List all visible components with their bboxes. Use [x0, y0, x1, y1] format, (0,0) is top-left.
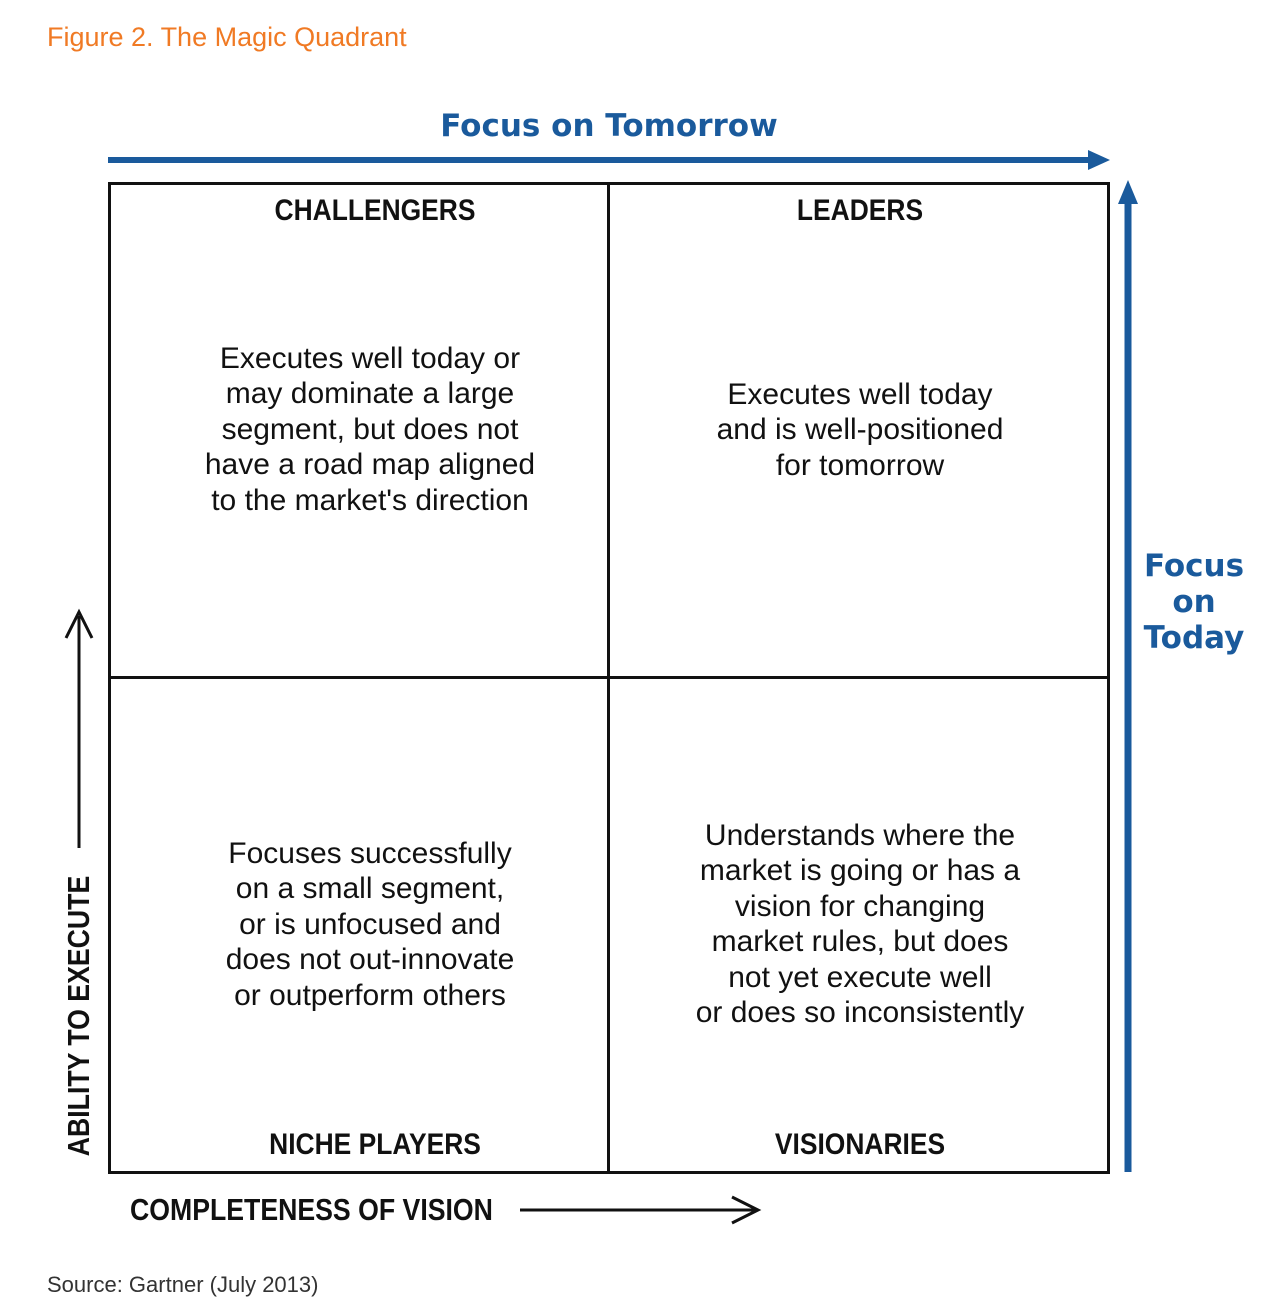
niche-players-line: on a small segment,	[235, 872, 505, 906]
leaders-line: for tomorrow	[775, 448, 945, 482]
challengers-title: CHALLENGERS	[274, 194, 476, 227]
challengers-line: segment, but does not	[221, 412, 519, 446]
challengers-line: have a road map aligned	[204, 448, 536, 482]
niche-players-description: Focuses successfully on a small segment,…	[110, 836, 630, 1013]
ability-to-execute-label: ABILITY TO EXECUTE	[61, 875, 96, 1157]
leaders-line: Executes well today	[727, 378, 993, 411]
niche-players-title: NICHE PLAYERS	[269, 1128, 481, 1161]
leaders-description: Executes well today and is well-position…	[610, 377, 1110, 483]
visionaries-line: or does so inconsistently	[695, 996, 1025, 1030]
focus-on-today-line-2: on	[1172, 584, 1216, 620]
leaders-line: and is well-positioned	[716, 413, 1004, 447]
horizontal-divider	[108, 676, 1110, 679]
leaders-title: LEADERS	[796, 194, 924, 227]
visionaries-line: vision for changing	[734, 889, 986, 923]
challengers-line: to the market's direction	[211, 483, 529, 517]
niche-players-line: or is unfocused and	[239, 907, 501, 941]
visionaries-line: not yet execute well	[728, 960, 992, 994]
focus-on-today-arrow	[1118, 180, 1138, 1172]
source-note: Source: Gartner (July 2013)	[47, 1272, 319, 1297]
focus-on-today-line-3: Today	[1143, 620, 1245, 656]
visionaries-line: market rules, but does	[711, 925, 1009, 959]
visionaries-title: VISIONARIES	[774, 1128, 946, 1161]
visionaries-description: Understands where the market is going or…	[610, 818, 1110, 1030]
challengers-line: Executes well today or	[219, 342, 521, 375]
niche-players-line: Focuses successfully	[228, 837, 512, 870]
focus-on-today-line-1: Focus	[1143, 548, 1245, 584]
figure-title: Figure 2. The Magic Quadrant	[47, 22, 407, 52]
completeness-of-vision-label: COMPLETENESS OF VISION	[130, 1192, 493, 1227]
focus-on-tomorrow-label: Focus on Tomorrow	[440, 108, 778, 144]
challengers-line: may dominate a large	[225, 377, 515, 411]
focus-on-today-label: Focus on Today	[1138, 548, 1250, 656]
niche-players-line: or outperform others	[234, 978, 506, 1012]
visionaries-line: market is going or has a	[699, 854, 1021, 888]
focus-on-tomorrow-arrow	[108, 150, 1110, 170]
niche-players-line: does not out-innovate	[225, 943, 515, 977]
ability-to-execute-arrow	[64, 608, 94, 848]
challengers-description: Executes well today or may dominate a la…	[110, 341, 630, 518]
completeness-of-vision-arrow	[520, 1195, 762, 1225]
visionaries-line: Understands where the	[704, 819, 1016, 852]
